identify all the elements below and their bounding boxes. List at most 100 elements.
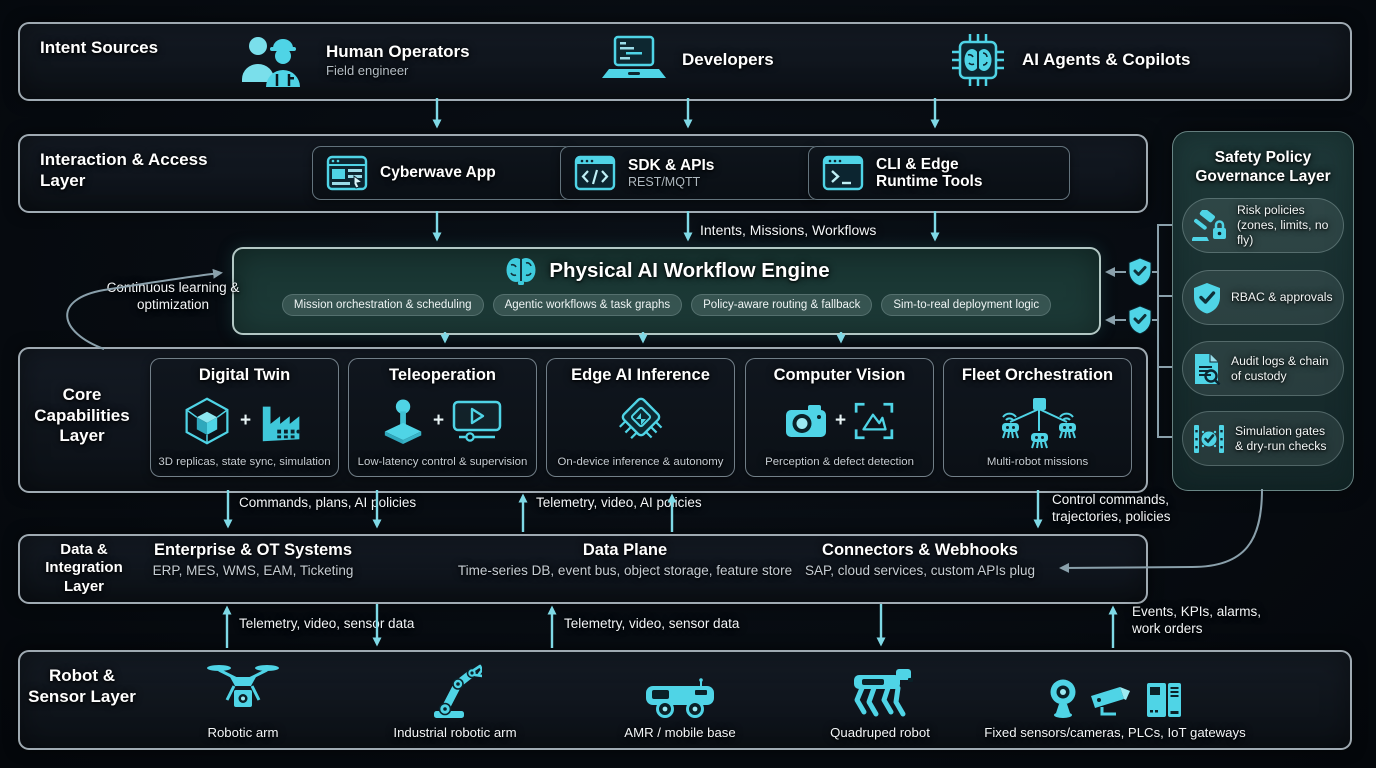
cli-edge-box: CLI & Edge Runtime Tools — [808, 146, 1070, 200]
flow-telemetry-ai-label: Telemetry, video, AI policies — [536, 495, 702, 510]
webcam-icon — [1050, 679, 1076, 718]
shield-checkpoint-icon — [1128, 257, 1152, 335]
human-operators-title: Human Operators — [326, 41, 470, 61]
safety-governance-title: Safety Policy Governance Layer — [1195, 149, 1331, 186]
robot-item-drone: Robotic arm — [180, 656, 306, 740]
robot-item-industrial-arm: Industrial robotic arm — [385, 654, 525, 740]
engine-pill: Agentic workflows & task graphs — [492, 294, 683, 316]
chip-icon — [612, 395, 670, 447]
audit-doc-icon — [1192, 353, 1222, 385]
cctv-camera-icon — [1091, 687, 1130, 716]
card-subtitle: 3D replicas, state sync, simulation — [158, 456, 331, 468]
card-title: Digital Twin — [198, 366, 291, 384]
shield-check-icon — [1192, 282, 1222, 314]
plus-sign: + — [239, 409, 252, 431]
flow-telemetry-sensor-right-label: Telemetry, video, sensor data — [564, 616, 740, 631]
drone-icon — [206, 662, 280, 720]
video-player-icon — [451, 399, 503, 443]
image-detect-icon — [853, 401, 895, 441]
sdk-apis-title: SDK & APIs — [628, 156, 715, 174]
card-subtitle: Low-latency control & supervision — [357, 456, 528, 468]
card-teleoperation: Teleoperation + Low-latency control & su… — [348, 358, 537, 477]
safety-item-simulation-gates: Simulation gates & dry-run checks — [1182, 411, 1344, 466]
interaction-access-label: Interaction & Access Layer — [40, 150, 208, 190]
robot-item-amr: AMR / mobile base — [610, 658, 750, 740]
safety-item-label: RBAC & approvals — [1231, 290, 1333, 305]
human-operators-subtitle: Field engineer — [326, 63, 409, 79]
developers-title: Developers — [682, 50, 774, 70]
section-title: Connectors & Webhooks — [822, 541, 1018, 559]
card-title: Fleet Orchestration — [961, 366, 1114, 384]
robot-item-label: Fixed sensors/cameras, PLCs, IoT gateway… — [984, 725, 1246, 740]
flow-telemetry-sensor-left-label: Telemetry, video, sensor data — [239, 616, 415, 631]
card-computer-vision: Computer Vision + Perception & defect de… — [745, 358, 934, 477]
quadruped-icon — [844, 666, 916, 720]
safety-item-label: Risk policies (zones, limits, no fly) — [1237, 203, 1329, 247]
brain-icon — [503, 256, 539, 286]
section-connectors-webhooks: Connectors & Webhooks SAP, cloud service… — [770, 541, 1070, 578]
safety-item-audit-logs: Audit logs & chain of custody — [1182, 341, 1344, 396]
robot-item-label: Industrial robotic arm — [393, 725, 517, 740]
workflow-engine-box: Physical AI Workflow Engine Mission orch… — [232, 247, 1101, 335]
section-subtitle: ERP, MES, WMS, EAM, Ticketing — [152, 563, 354, 578]
card-title: Teleoperation — [389, 366, 496, 384]
intent-item-developers: Developers — [602, 30, 774, 90]
cyberwave-app-title: Cyberwave App — [380, 164, 496, 182]
plus-sign: + — [432, 409, 445, 431]
plc-gateway-icon — [1147, 683, 1181, 717]
intent-sources-label: Intent Sources — [40, 38, 159, 57]
safety-item-label: Simulation gates & dry-run checks — [1235, 423, 1327, 453]
robot-sensor-label: Robot & Sensor Layer — [28, 666, 136, 706]
cli-edge-title: CLI & Edge Runtime Tools — [876, 155, 983, 190]
core-capabilities-label: Core Capabilities Layer — [34, 385, 130, 446]
safety-item-rbac: RBAC & approvals — [1182, 270, 1344, 325]
engine-pill: Sim-to-real deployment logic — [881, 294, 1052, 316]
robot-arm-icon — [428, 658, 482, 720]
developers-laptop-icon — [602, 35, 666, 85]
data-integration-layer — [18, 534, 1148, 604]
card-subtitle: Perception & defect detection — [765, 456, 914, 468]
ai-chip-brain-icon — [950, 32, 1006, 88]
engine-pill-row: Mission orchestration & scheduling Agent… — [281, 294, 1052, 316]
section-title: Data Plane — [582, 541, 668, 559]
factory-icon — [258, 398, 308, 444]
card-title: Computer Vision — [773, 366, 906, 384]
safety-item-label: Audit logs & chain of custody — [1231, 353, 1329, 383]
plus-sign: + — [834, 409, 847, 431]
fleet-network-icon — [995, 393, 1081, 449]
safety-governance-panel: Safety Policy Governance Layer Risk poli… — [1172, 131, 1354, 491]
sdk-apis-box: SDK & APIs REST/MQTT — [560, 146, 821, 200]
section-enterprise-ot: Enterprise & OT Systems ERP, MES, WMS, E… — [128, 541, 378, 578]
card-fleet-orchestration: Fleet Orchestration Multi-robot missions — [943, 358, 1132, 477]
intent-item-ai-agents: AI Agents & Copilots — [950, 30, 1190, 90]
section-title: Enterprise & OT Systems — [153, 541, 353, 559]
card-subtitle: Multi-robot missions — [986, 456, 1089, 468]
flow-continuous-learning-label: Continuous learning & optimization — [106, 280, 240, 312]
cube-wireframe-icon — [181, 396, 233, 446]
section-subtitle: SAP, cloud services, custom APIs plug — [804, 563, 1036, 578]
camera-icon — [784, 401, 828, 441]
robot-item-label: AMR / mobile base — [624, 725, 736, 740]
amr-icon — [643, 678, 717, 720]
flow-commands-label: Commands, plans, AI policies — [239, 495, 417, 510]
robot-item-label: Quadruped robot — [830, 725, 930, 740]
intent-sources-layer — [18, 22, 1352, 101]
browser-app-icon — [326, 155, 368, 191]
sdk-apis-subtitle: REST/MQTT — [628, 175, 701, 190]
engine-pill: Policy-aware routing & fallback — [691, 294, 873, 316]
intent-item-human-operators: Human Operators Field engineer — [240, 30, 470, 90]
human-operators-icon — [240, 33, 310, 87]
robot-item-label: Robotic arm — [207, 725, 279, 740]
workflow-engine-title: Physical AI Workflow Engine — [549, 259, 830, 282]
flow-events-label: Events, KPIs, alarms, work orders — [1132, 604, 1262, 636]
sensors-group-icon — [1048, 678, 1182, 720]
code-window-icon — [574, 155, 616, 191]
flow-intents-label: Intents, Missions, Workflows — [700, 222, 877, 238]
card-edge-ai: Edge AI Inference On-device inference & … — [546, 358, 735, 477]
section-subtitle: Time-series DB, event bus, object storag… — [457, 563, 793, 578]
card-title: Edge AI Inference — [571, 366, 710, 384]
section-data-plane: Data Plane Time-series DB, event bus, ob… — [440, 541, 810, 578]
simulation-gate-icon — [1192, 424, 1226, 454]
flow-control-label: Control commands, trajectories, policies — [1052, 492, 1171, 524]
safety-item-risk-policies: Risk policies (zones, limits, no fly) — [1182, 198, 1344, 253]
